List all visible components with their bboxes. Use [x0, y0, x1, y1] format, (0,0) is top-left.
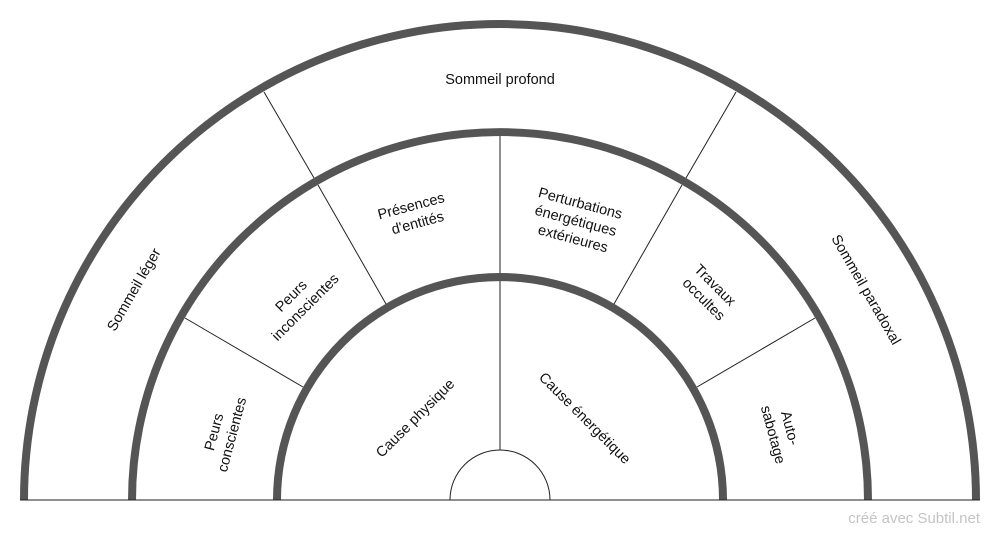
outer-divider-left [263, 91, 315, 179]
middle-divider-1 [184, 317, 304, 388]
middle-divider-2 [317, 184, 387, 305]
outer-divider-right [685, 91, 737, 179]
segment-label-sommeil-profond: Sommeil profond [445, 72, 555, 88]
center-hole [449, 449, 551, 501]
middle-divider-4 [613, 184, 683, 305]
footer-credit: créé avec Subtil.net [848, 510, 980, 527]
middle-divider-5 [696, 317, 816, 388]
